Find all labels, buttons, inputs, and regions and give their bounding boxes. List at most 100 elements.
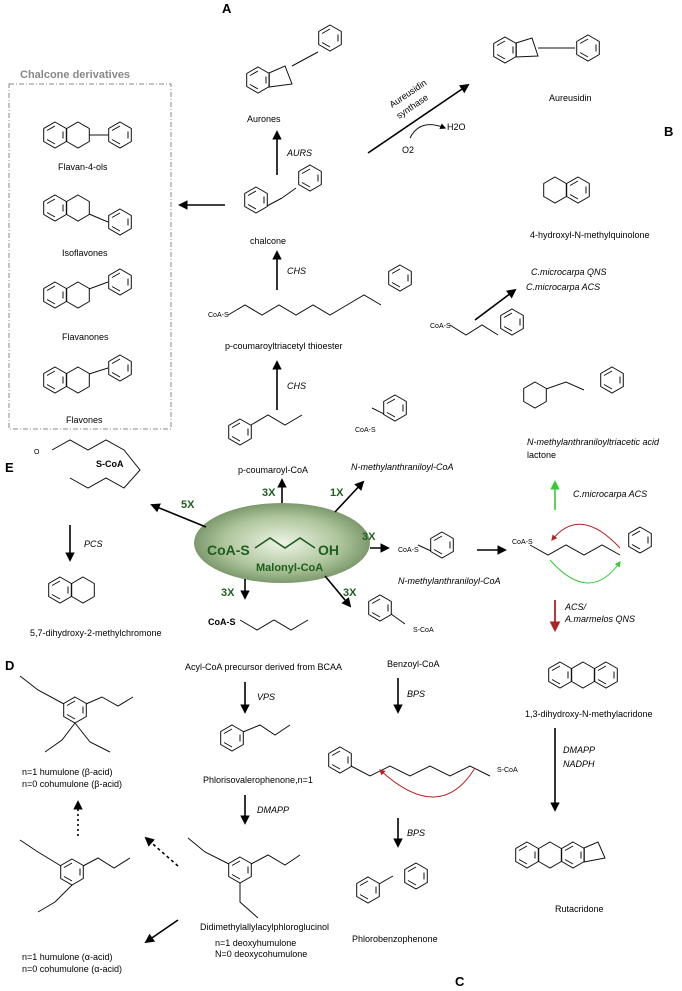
acridone-structure bbox=[548, 661, 618, 689]
svg-text:CoA-S: CoA-S bbox=[208, 617, 236, 627]
chalcone-derivatives-box bbox=[8, 83, 172, 430]
flavan-4-ols-structure bbox=[43, 121, 132, 149]
aurones-label: Aurones bbox=[247, 114, 281, 124]
nadph-label: NADPH bbox=[563, 759, 595, 769]
isoflavones-label: Isoflavones bbox=[62, 248, 108, 258]
mult-to-pcs: 5X bbox=[181, 499, 195, 511]
svg-text:S-CoA: S-CoA bbox=[413, 627, 434, 634]
mult-to-n-methyl-right: 3X bbox=[362, 531, 376, 543]
mult-to-benzoyl: 3X bbox=[343, 587, 357, 599]
bps-1-label: BPS bbox=[407, 689, 425, 699]
panel-label-c: C bbox=[455, 974, 465, 989]
tetraketide-c-structure bbox=[328, 746, 491, 798]
n-methyl-right-structure bbox=[417, 531, 454, 559]
rutacridone-label: Rutacridone bbox=[555, 904, 604, 914]
svg-text:CoA-S: CoA-S bbox=[208, 312, 229, 319]
pentaketide-structure bbox=[51, 439, 141, 489]
flavanones-label: Flavanones bbox=[62, 332, 109, 342]
mult-to-bcaa: 3X bbox=[221, 587, 235, 599]
vps-label: VPS bbox=[257, 692, 275, 702]
arrow-to-benzoyl bbox=[324, 575, 352, 608]
arrow-to-pcs bbox=[150, 503, 207, 528]
diketide-structure bbox=[449, 308, 524, 336]
alpha-label-2: n=0 cohumulone (α-acid) bbox=[22, 964, 122, 974]
triacetyl-structure bbox=[227, 264, 412, 316]
svg-text:CoA-S: CoA-S bbox=[398, 547, 419, 554]
o2-label: O2 bbox=[402, 145, 414, 155]
flavones-structure bbox=[43, 354, 132, 394]
phlorobenzophenone-label: Phlorobenzophenone bbox=[352, 934, 438, 944]
h2o-arc bbox=[409, 123, 447, 139]
alpha-acid-structure bbox=[19, 839, 131, 913]
lactone-label-1: N-methylanthraniloyltriacetic acid bbox=[527, 437, 660, 447]
deoxy-label-1: n=1 deoxyhumulone bbox=[215, 938, 296, 948]
acs-red-label-1: ACS/ bbox=[564, 602, 588, 612]
aureusidin-label: Aureusidin bbox=[549, 93, 592, 103]
arrow-to-n-methyl-top bbox=[334, 480, 365, 513]
mult-to-coumaroyl: 3X bbox=[262, 487, 276, 499]
arrow-to-alpha bbox=[144, 919, 179, 944]
chromone-label: 5,7-dihydroxy-2-methylchromone bbox=[30, 628, 162, 638]
svg-text:S-CoA: S-CoA bbox=[497, 767, 518, 774]
chs-1-label: CHS bbox=[287, 266, 306, 276]
n-methyl-top-structure bbox=[371, 394, 407, 422]
flavan-4-ols-label: Flavan-4-ols bbox=[58, 162, 108, 172]
lactone-label-2: lactone bbox=[527, 450, 556, 460]
chalcone-structure bbox=[244, 164, 322, 214]
svg-text:CoA-S: CoA-S bbox=[355, 427, 376, 434]
qns-2-label: C.microcarpa ACS bbox=[526, 282, 600, 292]
arrow-dashed-to-beta bbox=[144, 836, 179, 867]
benzoyl-label: Benzoyl-CoA bbox=[387, 659, 440, 669]
n-methyl-right-label: N-methylanthraniloyl-CoA bbox=[398, 576, 501, 586]
h2o-label: H2O bbox=[447, 122, 466, 132]
dmapp-d-label: DMAPP bbox=[257, 805, 289, 815]
flavanones-structure bbox=[43, 268, 132, 309]
malonyl-coa-label: Malonyl-CoA bbox=[256, 562, 323, 574]
phloriso-structure bbox=[220, 724, 291, 752]
benzoyl-coa-structure bbox=[368, 594, 406, 625]
rutacridone-structure bbox=[515, 841, 606, 869]
malonyl-coa-coas: CoA-S bbox=[207, 542, 250, 558]
chalcone-label: chalcone bbox=[250, 236, 286, 246]
qns-1-label: C.microcarpa QNS bbox=[531, 267, 607, 277]
triacetyl-label: p-coumaroyltriacetyl thioester bbox=[225, 341, 343, 351]
aurs-label: AURS bbox=[286, 148, 312, 158]
mult-to-n-methyl-top: 1X bbox=[330, 487, 344, 499]
n-methyl-top-label: N-methylanthraniloyl-CoA bbox=[351, 462, 454, 472]
svg-text:CoA-S: CoA-S bbox=[430, 323, 451, 330]
chs-2-label: CHS bbox=[287, 381, 306, 391]
aurones-structure bbox=[246, 24, 342, 94]
arrow-quinolone bbox=[474, 288, 517, 321]
lactone-structure bbox=[523, 366, 624, 409]
acs-red-label-2: A.marmelos QNS bbox=[564, 614, 635, 624]
beta-label-2: n=0 cohumulone (β-acid) bbox=[22, 779, 122, 789]
beta-acid-structure bbox=[19, 675, 134, 753]
flavones-label: Flavones bbox=[66, 415, 103, 425]
svg-text:CoA-S: CoA-S bbox=[512, 539, 533, 546]
acs-green-label: C.microcarpa ACS bbox=[573, 489, 647, 499]
panel-label-b: B bbox=[664, 124, 673, 139]
quinolone-structure bbox=[543, 176, 590, 204]
didimethyl-label: Didimethylallylacylphloroglucinol bbox=[200, 922, 329, 932]
acyl-coa-structure bbox=[239, 619, 309, 631]
malonyl-coa-oh: OH bbox=[318, 542, 339, 558]
phlorobenzophenone-structure bbox=[356, 862, 428, 904]
aureusidin-structure bbox=[493, 34, 600, 64]
phloriso-label: Phlorisovalerophenone,n=1 bbox=[203, 775, 313, 785]
beta-label-1: n=1 humulone (β-acid) bbox=[22, 767, 112, 777]
alpha-label-1: n=1 humulone (α-acid) bbox=[22, 952, 113, 962]
bps-2-label: BPS bbox=[407, 828, 425, 838]
arrow-chalcone-aureusidin bbox=[367, 83, 470, 154]
pentaketide-scoa: S-CoA bbox=[96, 459, 124, 469]
panel-label-d: D bbox=[5, 658, 14, 673]
coumaroyl-label: p-coumaroyl-CoA bbox=[238, 465, 308, 475]
malonyl-coa-ellipse bbox=[194, 503, 370, 583]
panel-label-a: A bbox=[222, 1, 232, 16]
coumaroyl-structure bbox=[228, 414, 303, 446]
pcs-label: PCS bbox=[84, 539, 103, 549]
deoxy-label-2: N=0 deoxycohumulone bbox=[215, 949, 307, 959]
panel-label-e: E bbox=[5, 460, 14, 475]
chalcone-derivatives-title: Chalcone derivatives bbox=[20, 69, 130, 81]
